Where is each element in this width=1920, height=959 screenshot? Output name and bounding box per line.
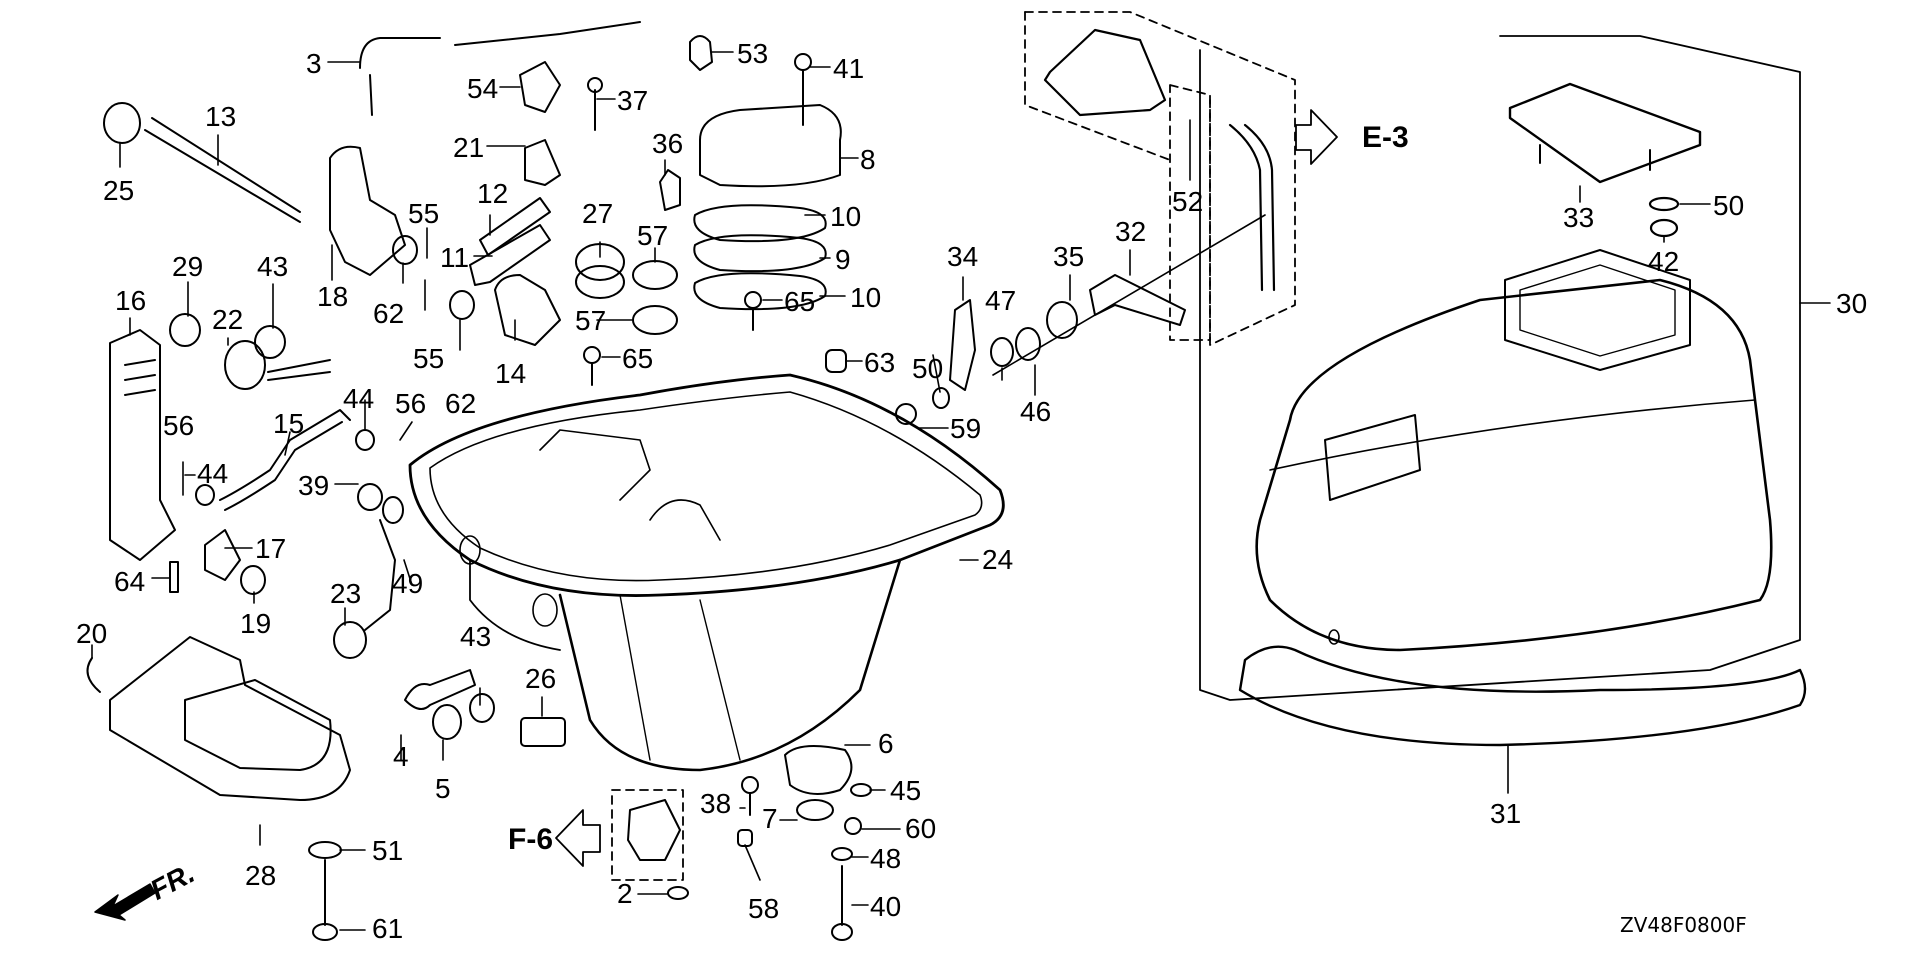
callout-34[interactable]: 34 bbox=[947, 241, 979, 272]
callout-18[interactable]: 18 bbox=[317, 281, 349, 312]
callout-43[interactable]: 43 bbox=[460, 621, 492, 652]
reference-f6[interactable]: F-6 bbox=[508, 823, 553, 856]
reference-arrow-e3 bbox=[1295, 109, 1338, 165]
reference-e3[interactable]: E-3 bbox=[1362, 121, 1409, 154]
callout-11[interactable]: 11 bbox=[440, 242, 470, 273]
front-arrow bbox=[94, 883, 156, 921]
left-parts bbox=[86, 21, 641, 801]
callout-55[interactable]: 55 bbox=[408, 198, 440, 229]
callout-56[interactable]: 56 bbox=[163, 410, 195, 441]
callout-47[interactable]: 47 bbox=[985, 285, 1017, 316]
callout-62[interactable]: 62 bbox=[373, 298, 405, 329]
bottom-cowl-24 bbox=[408, 373, 1005, 772]
callout-39[interactable]: 39 bbox=[298, 470, 330, 501]
callout-2[interactable]: 2 bbox=[617, 878, 633, 909]
callout-25[interactable]: 25 bbox=[103, 175, 135, 206]
callout-17[interactable]: 17 bbox=[255, 533, 287, 564]
reference-arrow-f6 bbox=[555, 809, 601, 867]
callout-10[interactable]: 10 bbox=[830, 201, 862, 232]
callout-15[interactable]: 15 bbox=[273, 408, 305, 439]
callout-42[interactable]: 42 bbox=[1648, 246, 1680, 277]
callout-65[interactable]: 65 bbox=[784, 286, 816, 317]
callout-40[interactable]: 40 bbox=[870, 891, 902, 922]
callout-46[interactable]: 46 bbox=[1020, 396, 1052, 427]
callout-20[interactable]: 20 bbox=[76, 618, 108, 649]
drawing-code: ZV48F0800F bbox=[1620, 913, 1747, 937]
callout-33[interactable]: 33 bbox=[1563, 202, 1595, 233]
callout-7[interactable]: 7 bbox=[762, 803, 778, 834]
callout-10[interactable]: 10 bbox=[850, 282, 882, 313]
callout-36[interactable]: 36 bbox=[652, 128, 684, 159]
callout-45[interactable]: 45 bbox=[890, 775, 922, 806]
callout-35[interactable]: 35 bbox=[1053, 241, 1085, 272]
callout-6[interactable]: 6 bbox=[878, 728, 894, 759]
callout-49[interactable]: 49 bbox=[392, 568, 424, 599]
callout-31[interactable]: 31 bbox=[1490, 798, 1522, 829]
callout-27[interactable]: 27 bbox=[582, 198, 614, 229]
callout-61[interactable]: 61 bbox=[372, 913, 404, 944]
callout-28[interactable]: 28 bbox=[245, 860, 277, 891]
callout-62[interactable]: 62 bbox=[445, 388, 477, 419]
callout-43[interactable]: 43 bbox=[257, 251, 289, 282]
callout-55[interactable]: 55 bbox=[413, 343, 445, 374]
callout-21[interactable]: 21 bbox=[453, 132, 485, 163]
top-cowl-30 bbox=[1199, 35, 1807, 747]
callout-54[interactable]: 54 bbox=[467, 73, 499, 104]
callout-57[interactable]: 57 bbox=[637, 220, 669, 251]
callout-14[interactable]: 14 bbox=[495, 358, 527, 389]
callout-51[interactable]: 51 bbox=[372, 835, 404, 866]
lid-33 bbox=[1508, 82, 1702, 238]
callout-3[interactable]: 3 bbox=[306, 48, 322, 79]
leader-lines bbox=[91, 51, 1831, 931]
callout-65[interactable]: 65 bbox=[622, 343, 654, 374]
callout-13[interactable]: 13 bbox=[205, 101, 237, 132]
callout-5[interactable]: 5 bbox=[435, 773, 451, 804]
callout-30[interactable]: 30 bbox=[1836, 288, 1868, 319]
callout-4[interactable]: 4 bbox=[393, 741, 409, 772]
callout-12[interactable]: 12 bbox=[477, 178, 509, 209]
callout-8[interactable]: 8 bbox=[860, 144, 876, 175]
callout-38[interactable]: 38 bbox=[700, 788, 732, 819]
callout-16[interactable]: 16 bbox=[115, 285, 147, 316]
callout-56[interactable]: 56 bbox=[395, 388, 427, 419]
callout-22[interactable]: 22 bbox=[212, 304, 244, 335]
callout-44[interactable]: 44 bbox=[197, 458, 229, 489]
shift-parts bbox=[895, 274, 1186, 425]
callout-19[interactable]: 19 bbox=[240, 608, 272, 639]
callout-50[interactable]: 50 bbox=[1713, 190, 1745, 221]
callout-23[interactable]: 23 bbox=[330, 578, 362, 609]
callout-26[interactable]: 26 bbox=[525, 663, 557, 694]
callout-9[interactable]: 9 bbox=[835, 244, 851, 275]
callout-64[interactable]: 64 bbox=[114, 566, 146, 597]
callout-59[interactable]: 59 bbox=[950, 413, 982, 444]
callout-63[interactable]: 63 bbox=[864, 347, 896, 378]
callout-29[interactable]: 29 bbox=[172, 251, 204, 282]
breather-part bbox=[1043, 28, 1276, 292]
callout-50[interactable]: 50 bbox=[912, 353, 944, 384]
callout-24[interactable]: 24 bbox=[982, 544, 1014, 575]
callout-41[interactable]: 41 bbox=[833, 53, 865, 84]
callout-58[interactable]: 58 bbox=[748, 893, 780, 924]
bottom-parts bbox=[308, 669, 872, 941]
callout-48[interactable]: 48 bbox=[870, 843, 902, 874]
callout-57[interactable]: 57 bbox=[575, 305, 607, 336]
dashed-assembly-box bbox=[611, 11, 1296, 881]
callout-37[interactable]: 37 bbox=[617, 85, 649, 116]
callout-32[interactable]: 32 bbox=[1115, 216, 1147, 247]
callout-60[interactable]: 60 bbox=[905, 813, 937, 844]
callout-52[interactable]: 52 bbox=[1172, 186, 1204, 217]
callout-53[interactable]: 53 bbox=[737, 38, 769, 69]
callout-44[interactable]: 44 bbox=[343, 383, 375, 414]
